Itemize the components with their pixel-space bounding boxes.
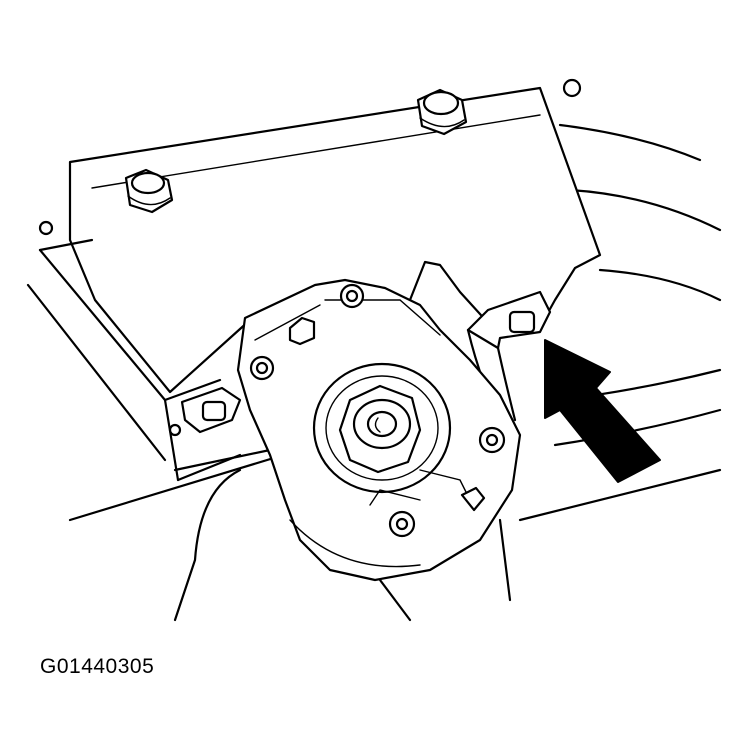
lower-support bbox=[173, 468, 512, 622]
nut-left-bracket bbox=[180, 386, 242, 434]
figure-caption: G01440305 bbox=[40, 655, 155, 678]
bolt-head-left bbox=[124, 168, 174, 214]
steering-gear-housing bbox=[236, 278, 522, 582]
mounting-plate bbox=[38, 78, 602, 437]
callout-arrow bbox=[544, 339, 661, 483]
bolt-head-top bbox=[416, 88, 468, 136]
frame-rail-left bbox=[26, 238, 302, 522]
